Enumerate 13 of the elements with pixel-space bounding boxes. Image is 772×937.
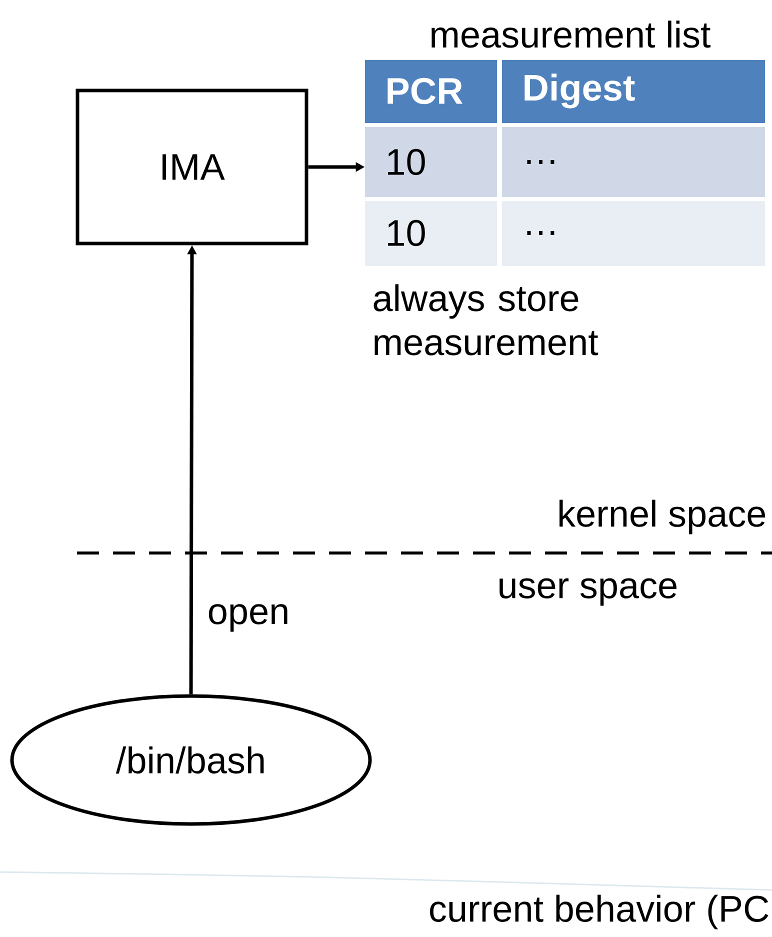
header-cell: PCR <box>365 60 497 123</box>
table-cell: 10 <box>365 201 497 266</box>
header-cell: Digest <box>502 60 765 123</box>
note-text: always store measurement <box>374 284 598 356</box>
region-label: user space <box>500 578 676 606</box>
process-box: IMA <box>76 88 308 246</box>
region-label: kernel space <box>560 500 766 534</box>
edge-label: open <box>208 604 288 632</box>
table-cell: 10 <box>365 127 497 197</box>
table-cell: … <box>502 127 765 197</box>
slide-title: current behavior (PC <box>430 894 768 930</box>
table-cell: … <box>502 201 765 266</box>
table-heading: measurement list <box>432 20 710 48</box>
